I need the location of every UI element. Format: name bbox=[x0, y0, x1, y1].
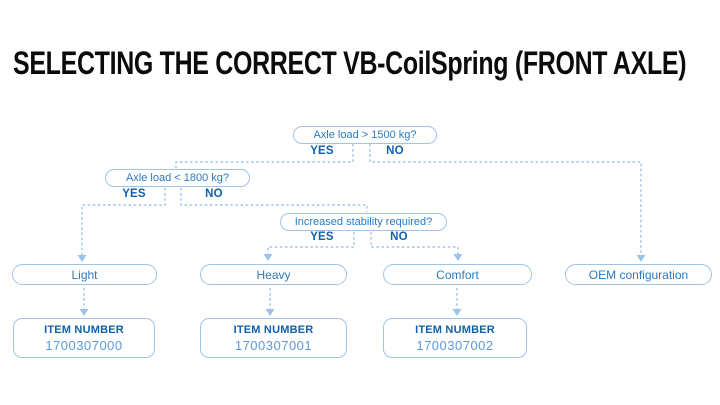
arrowhead-to-heavy bbox=[263, 254, 273, 261]
q3-yes-label: YES bbox=[310, 231, 334, 243]
arrowhead-to-oem bbox=[636, 255, 646, 262]
item-number-value: 1700307002 bbox=[416, 337, 494, 353]
item-number-box-light: ITEM NUMBER 1700307000 bbox=[13, 318, 155, 358]
item-number-value: 1700307000 bbox=[45, 337, 123, 353]
q1-yes-label: YES bbox=[310, 145, 334, 157]
option-light: Light bbox=[12, 264, 157, 285]
arrowhead-to-light bbox=[77, 255, 87, 262]
page-title: SELECTING THE CORRECT VB-CoilSpring (FRO… bbox=[13, 45, 687, 81]
option-oem-configuration: OEM configuration bbox=[565, 264, 712, 285]
arrowhead-to-item2 bbox=[265, 309, 275, 316]
q2-yes-label: YES bbox=[122, 188, 146, 200]
q3-no-label: NO bbox=[390, 231, 408, 243]
question-increased-stability: Increased stability required? bbox=[280, 213, 447, 231]
option-heavy: Heavy bbox=[200, 264, 347, 285]
arrowhead-to-item3 bbox=[452, 309, 462, 316]
item-number-box-comfort: ITEM NUMBER 1700307002 bbox=[383, 318, 527, 358]
question-axle-load-1800: Axle load < 1800 kg? bbox=[105, 169, 250, 187]
question-axle-load-1500: Axle load > 1500 kg? bbox=[293, 126, 437, 144]
arrowhead-to-item1 bbox=[79, 309, 89, 316]
option-comfort: Comfort bbox=[383, 264, 532, 285]
item-number-heading: ITEM NUMBER bbox=[233, 323, 314, 336]
arrowhead-to-comfort bbox=[453, 254, 463, 261]
q1-no-label: NO bbox=[386, 145, 404, 157]
item-number-heading: ITEM NUMBER bbox=[44, 323, 124, 336]
q2-no-label: NO bbox=[205, 188, 223, 200]
item-number-value: 1700307001 bbox=[234, 337, 313, 353]
item-number-box-heavy: ITEM NUMBER 1700307001 bbox=[200, 318, 347, 358]
item-number-heading: ITEM NUMBER bbox=[415, 323, 495, 336]
